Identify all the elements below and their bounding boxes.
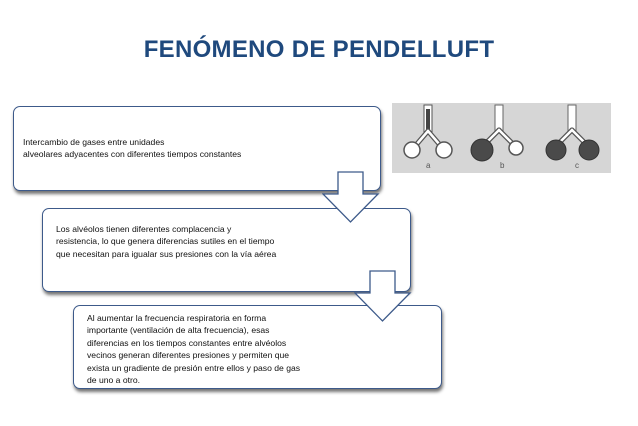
step-box-2: Los alvéolos tienen diferentes complacen… <box>42 208 411 292</box>
down-arrow-2 <box>354 270 412 322</box>
figure-label-c: c <box>575 161 579 170</box>
step-text-1: Intercambio de gases entre unidades alve… <box>23 137 242 160</box>
figure-label-b: b <box>500 161 505 170</box>
step-box-1: Intercambio de gases entre unidades alve… <box>13 106 381 191</box>
alveoli-pendelluft-figure: a b c <box>392 103 611 173</box>
figure-label-a: a <box>426 161 431 170</box>
alveoli-pair-b <box>470 104 524 162</box>
step-text-3: Al aumentar la frecuencia respiratoria e… <box>87 313 301 386</box>
alveoli-pair-c <box>545 104 600 161</box>
alveoli-pair-a <box>403 104 453 159</box>
alveoli-illustration: a b c <box>403 104 600 170</box>
slide-title: FENÓMENO DE PENDELLUFT <box>143 36 495 63</box>
down-arrow-1 <box>322 171 380 223</box>
step-text-2: Los alvéolos tienen diferentes complacen… <box>56 224 277 259</box>
